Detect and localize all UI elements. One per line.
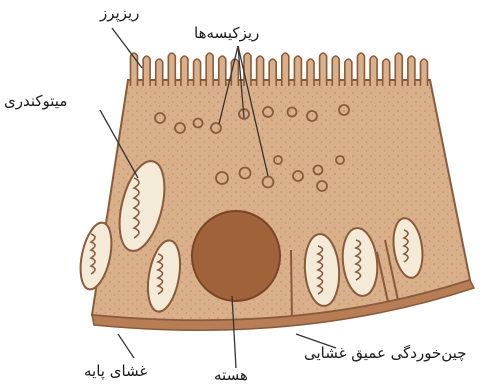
- label-membrane-infolding: چین‌خوردگی عمیق غشایی: [304, 344, 466, 362]
- microvillus: [383, 59, 390, 86]
- microvillus: [370, 56, 377, 86]
- microvillus: [332, 56, 339, 86]
- nucleus: [192, 211, 280, 301]
- microvillus: [395, 53, 402, 86]
- label-mitochondrion: میتوکندری: [4, 92, 67, 110]
- label-nucleus: هسته: [214, 366, 248, 384]
- microvillus: [194, 59, 201, 86]
- label-vesicles: ریزکیسه‌ها: [194, 24, 259, 42]
- microvillus: [156, 59, 163, 86]
- microvillus: [219, 56, 226, 86]
- microvillus: [345, 59, 352, 86]
- microvillus: [294, 56, 301, 86]
- microvillus: [269, 59, 276, 86]
- microvillus: [408, 56, 415, 86]
- microvillus: [181, 56, 188, 86]
- microvillus: [168, 53, 175, 86]
- microvillus: [244, 53, 251, 86]
- label-basement-membrane: غشای پایه: [84, 362, 147, 380]
- microvillus: [320, 53, 327, 86]
- microvillus: [421, 59, 428, 86]
- label-microvilli: ریزپرز: [100, 4, 139, 22]
- microvillus: [357, 53, 364, 86]
- microvillus: [143, 56, 150, 86]
- microvillus: [231, 59, 238, 86]
- microvillus: [307, 59, 314, 86]
- microvillus: [282, 53, 289, 86]
- microvillus: [206, 53, 213, 86]
- microvillus: [257, 56, 264, 86]
